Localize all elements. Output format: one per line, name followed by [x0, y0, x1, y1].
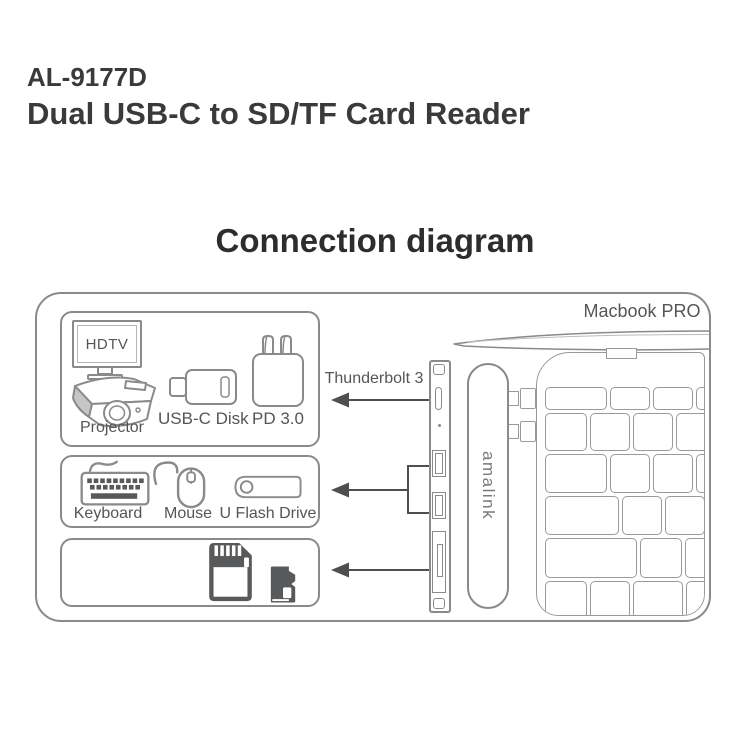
arrow-left-icon [331, 392, 429, 408]
usb-a-port-icon [432, 450, 446, 477]
keyboard-key [545, 496, 619, 535]
keyboard-key [610, 387, 650, 410]
keyboard-key [685, 538, 704, 578]
usb-flash-drive-icon [234, 475, 302, 499]
product-name: Dual USB-C to SD/TF Card Reader [27, 96, 530, 131]
usb-a-port-icon [432, 492, 446, 519]
hinge-notch [606, 348, 637, 359]
keyboard-key [610, 454, 650, 493]
macbook-lid [453, 330, 709, 351]
device-group-usb: Keyboard Mouse U Flash Drive [60, 455, 320, 528]
pd-label: PD 3.0 [252, 409, 304, 428]
hub-front-view [429, 360, 451, 613]
connection-diagram-panel: Macbook PRO amalink [35, 292, 711, 622]
usb-c-plug-icon [509, 391, 519, 406]
usb-c-plug-tip-icon [433, 364, 445, 375]
device-group-video: HDTV Projector USB-C Disk [60, 311, 320, 447]
led-indicator [438, 424, 441, 427]
keyboard-key [686, 581, 704, 615]
usbc-disk-label: USB-C Disk [158, 409, 249, 428]
thunderbolt-label: Thunderbolt 3 [324, 370, 424, 387]
usb-c-plug-icon [509, 424, 519, 439]
keyboard-key [633, 581, 683, 615]
section-title: Connection diagram [215, 222, 535, 259]
projector-label: Projector [79, 419, 145, 436]
device-group-cards [60, 538, 320, 607]
macbook-label: Macbook PRO [583, 301, 701, 321]
usb-c-port-icon [435, 387, 442, 410]
mouse-label: Mouse [163, 505, 213, 522]
keyboard-key [545, 581, 587, 615]
model-number: AL-9177D [27, 62, 147, 92]
keyboard-key [696, 387, 704, 410]
hdtv-monitor-icon: HDTV [72, 320, 142, 368]
keyboard-key [545, 454, 607, 493]
macbook-keyboard-keys [537, 353, 704, 615]
keyboard-key [590, 581, 630, 615]
sd-card-slot-icon [432, 531, 446, 593]
keyboard-icon [80, 460, 150, 506]
keyboard-key [545, 538, 637, 578]
keyboard-keys-pattern [87, 478, 144, 499]
keyboard-key [676, 413, 704, 451]
usbc-disk-icon [169, 369, 237, 405]
arrow-left-icon [331, 562, 429, 578]
keyboard-key [633, 413, 673, 451]
keyboard-key [590, 413, 630, 451]
macbook-keyboard [536, 352, 705, 616]
tf-card-slot-icon [437, 544, 443, 577]
keyboard-key [622, 496, 662, 535]
usb-flash-drive-label: U Flash Drive [219, 505, 317, 522]
keyboard-key [653, 454, 693, 493]
keyboard-label: Keyboard [73, 505, 143, 522]
keyboard-key [653, 387, 693, 410]
projector-icon [72, 376, 156, 428]
hdtv-label: HDTV [85, 335, 129, 353]
hub-brand-label: amalink [479, 451, 498, 521]
usb-c-plug-icon [520, 388, 536, 409]
keyboard-key [640, 538, 682, 578]
usb-c-plug-tip-icon [433, 598, 445, 609]
hub-top-view: amalink [467, 363, 509, 609]
keyboard-key [696, 454, 704, 493]
pd-adapter-icon [252, 335, 304, 407]
tf-card-icon [270, 566, 296, 603]
usb-c-plug-icon [520, 421, 536, 442]
mouse-icon [153, 461, 206, 509]
sd-card-icon [209, 542, 252, 602]
keyboard-key [545, 413, 587, 451]
keyboard-key [545, 387, 607, 410]
arrow-left-icon [331, 465, 429, 514]
keyboard-key [665, 496, 704, 535]
